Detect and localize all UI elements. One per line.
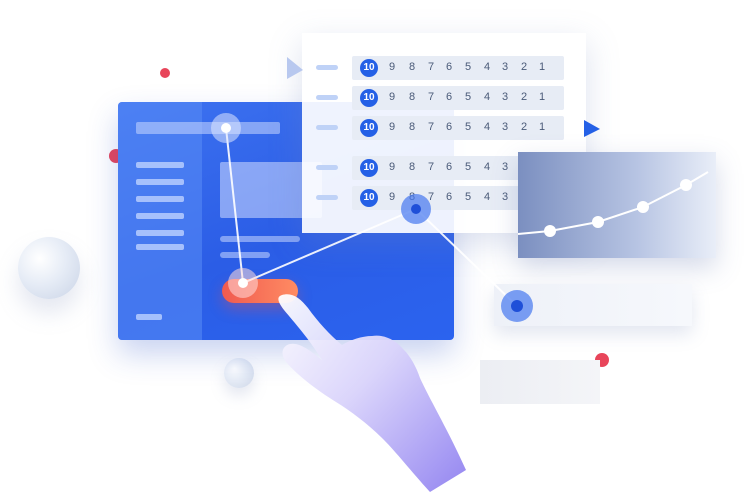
red-dot-small xyxy=(160,68,170,78)
content-text-line xyxy=(220,236,300,242)
row-handle[interactable] xyxy=(316,95,338,100)
rank-number: 1 xyxy=(538,121,546,133)
sidebar-item[interactable] xyxy=(136,196,184,202)
rank-number: 8 xyxy=(408,161,416,173)
rank-number: 8 xyxy=(408,121,416,133)
rank-number: 6 xyxy=(445,161,453,173)
rank-number: 7 xyxy=(427,191,435,203)
trend-chart-panel xyxy=(518,152,716,258)
trend-point[interactable] xyxy=(592,216,604,228)
sidebar-item[interactable] xyxy=(136,213,184,219)
rank-number: 5 xyxy=(464,121,472,133)
rank-badge: 10 xyxy=(360,189,378,207)
rank-number: 9 xyxy=(388,161,396,173)
row-handle[interactable] xyxy=(316,195,338,200)
rank-badge: 10 xyxy=(360,89,378,107)
glass-sphere-large xyxy=(18,237,80,299)
rank-number: 3 xyxy=(501,121,509,133)
rank-number: 8 xyxy=(408,91,416,103)
rank-number: 1 xyxy=(538,61,546,73)
primary-action-button[interactable] xyxy=(222,279,298,303)
trend-point[interactable] xyxy=(544,225,556,237)
rank-badge: 10 xyxy=(360,59,378,77)
rank-number: 4 xyxy=(483,61,491,73)
rank-number: 5 xyxy=(464,161,472,173)
rank-number: 4 xyxy=(483,161,491,173)
rank-number: 3 xyxy=(501,61,509,73)
rank-number: 6 xyxy=(445,91,453,103)
rank-number: 8 xyxy=(408,191,416,203)
rank-number: 5 xyxy=(464,191,472,203)
input-field-panel[interactable] xyxy=(494,284,692,326)
trend-chart xyxy=(518,171,709,237)
rank-number: 8 xyxy=(408,61,416,73)
rank-number: 6 xyxy=(445,61,453,73)
rank-number: 4 xyxy=(483,191,491,203)
rank-number: 5 xyxy=(464,61,472,73)
rank-number: 7 xyxy=(427,91,435,103)
rank-badge: 10 xyxy=(360,159,378,177)
blank-card xyxy=(480,360,600,404)
rank-number: 7 xyxy=(427,161,435,173)
rank-number: 2 xyxy=(520,91,528,103)
sidebar-item[interactable] xyxy=(136,230,184,236)
rank-number: 9 xyxy=(388,121,396,133)
sidebar-item[interactable] xyxy=(136,244,184,250)
trend-line xyxy=(518,171,709,235)
trend-point[interactable] xyxy=(680,179,692,191)
cursor-triangle-icon xyxy=(287,57,303,79)
rank-number: 3 xyxy=(501,91,509,103)
rank-number: 6 xyxy=(445,121,453,133)
rank-number: 4 xyxy=(483,91,491,103)
rank-badge: 10 xyxy=(360,119,378,137)
sidebar-item[interactable] xyxy=(136,162,184,168)
rank-number: 2 xyxy=(520,121,528,133)
rank-number: 7 xyxy=(427,121,435,133)
row-handle[interactable] xyxy=(316,165,338,170)
rank-number: 4 xyxy=(483,121,491,133)
play-triangle-icon xyxy=(584,120,600,137)
rank-number: 3 xyxy=(501,161,509,173)
rank-number: 9 xyxy=(388,91,396,103)
trend-point[interactable] xyxy=(637,201,649,213)
rank-number: 2 xyxy=(520,61,528,73)
row-handle[interactable] xyxy=(316,65,338,70)
rank-number: 9 xyxy=(388,191,396,203)
content-text-line xyxy=(220,252,270,258)
sidebar-item[interactable] xyxy=(136,179,184,185)
rank-number: 3 xyxy=(501,191,509,203)
rank-number: 5 xyxy=(464,91,472,103)
sidebar xyxy=(118,102,202,340)
window-title-bar xyxy=(136,122,280,134)
rank-number: 6 xyxy=(445,191,453,203)
sidebar-footer-item[interactable] xyxy=(136,314,162,320)
row-handle[interactable] xyxy=(316,125,338,130)
glass-sphere-small xyxy=(224,358,254,388)
rank-number: 9 xyxy=(388,61,396,73)
rank-number: 1 xyxy=(538,91,546,103)
rank-number: 7 xyxy=(427,61,435,73)
